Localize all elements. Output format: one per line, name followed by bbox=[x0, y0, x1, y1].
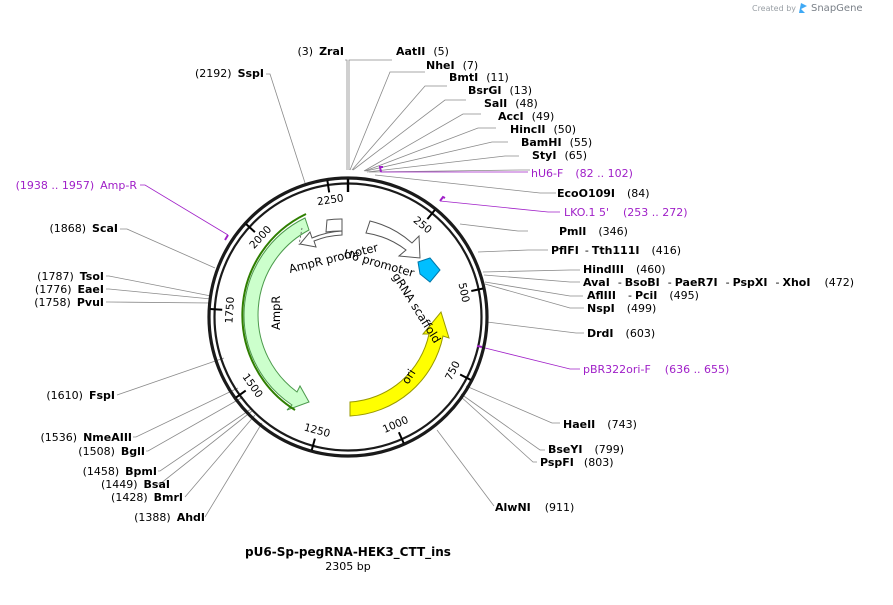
tick-label-1750: 1750 bbox=[223, 296, 237, 323]
tick-mark-1500 bbox=[235, 389, 247, 399]
tick-mark-250 bbox=[426, 209, 436, 220]
site-alwni[interactable]: AlwNI(911) bbox=[495, 501, 574, 514]
site-pflfi-tth111i[interactable]: PflFI-Tth111I(416) bbox=[551, 244, 681, 257]
feature-label-ori: ori bbox=[399, 366, 419, 386]
site-hindiii[interactable]: HindIII(460) bbox=[583, 263, 666, 276]
primer-leader-lines bbox=[140, 171, 580, 370]
tick-mark-2250 bbox=[326, 180, 331, 193]
plasmid-title: pU6-Sp-pegRNA-HEK3_CTT_ins 2305 bp bbox=[245, 545, 451, 573]
feature-ampr-promoter-body bbox=[325, 218, 343, 233]
site-afliii-pcii[interactable]: AflIII-PciI(495) bbox=[587, 289, 699, 302]
feature-arrow-grna-scaffold[interactable] bbox=[417, 257, 441, 283]
plasmid-name: pU6-Sp-pegRNA-HEK3_CTT_ins bbox=[245, 545, 451, 560]
tick-mark-500 bbox=[471, 287, 484, 292]
site-zrai[interactable]: (3)ZraI bbox=[297, 45, 344, 58]
site-sali[interactable]: SalI(48) bbox=[484, 97, 538, 110]
site-bmri[interactable]: (1428)BmrI bbox=[111, 491, 183, 504]
tick-label-500: 500 bbox=[456, 282, 472, 304]
site-avai-group[interactable]: AvaI-BsoBI-PaeR7I-PspXI-XhoI(472) bbox=[583, 276, 854, 289]
site-aatii[interactable]: AatII(5) bbox=[396, 45, 449, 58]
brand-created-by: Created by bbox=[752, 4, 796, 13]
site-bseyi[interactable]: BseYI(799) bbox=[548, 443, 624, 456]
tick-label-1250: 1250 bbox=[303, 422, 332, 441]
site-ahdi[interactable]: (1388)AhdI bbox=[134, 511, 205, 524]
primer-mark-ampr bbox=[224, 234, 229, 241]
site-tsoi[interactable]: (1787)TsoI bbox=[37, 270, 104, 283]
site-scai[interactable]: (1868)ScaI bbox=[49, 222, 118, 235]
feature-arrow-ori[interactable] bbox=[349, 310, 450, 417]
tick-mark-1750 bbox=[210, 308, 223, 311]
restriction-sites-right: AatII(5) NheI(7) BmtI(11) BsrGI(13) SalI… bbox=[396, 45, 854, 514]
site-bpmi[interactable]: (1458)BpmI bbox=[83, 465, 157, 478]
snapgene-logo-icon bbox=[799, 3, 807, 13]
plasmid-length: 2305 bp bbox=[325, 560, 370, 573]
site-bamhi[interactable]: BamHI(55) bbox=[521, 136, 592, 149]
features bbox=[241, 213, 450, 417]
site-bmti[interactable]: BmtI(11) bbox=[449, 71, 509, 84]
site-haeii[interactable]: HaeII(743) bbox=[563, 418, 637, 431]
site-fspi[interactable]: (1610)FspI bbox=[46, 389, 115, 402]
site-bsrgi[interactable]: BsrGI(13) bbox=[468, 84, 532, 97]
site-styi[interactable]: StyI(65) bbox=[532, 149, 587, 162]
site-acci[interactable]: AccI(49) bbox=[498, 110, 554, 123]
primer-mark-pbr322ori bbox=[476, 345, 483, 348]
site-pvui[interactable]: (1758)PvuI bbox=[34, 296, 104, 309]
site-nspi[interactable]: NspI(499) bbox=[587, 302, 656, 315]
tick-label-250: 250 bbox=[411, 214, 434, 236]
primer-label-pbr322ori[interactable]: pBR322ori-F(636 .. 655) bbox=[583, 363, 729, 376]
primer-label-lko1[interactable]: LKO.1 5'(253 .. 272) bbox=[564, 206, 688, 219]
tick-label-1000: 1000 bbox=[381, 414, 410, 436]
brand-name: SnapGene bbox=[811, 3, 863, 14]
site-eaei[interactable]: (1776)EaeI bbox=[35, 283, 104, 296]
site-hincii[interactable]: HincII(50) bbox=[510, 123, 576, 136]
feature-arrow-ampr-promoter[interactable] bbox=[299, 230, 343, 248]
primer-label-ampr[interactable]: (1938 .. 1957)Amp-R bbox=[16, 179, 138, 192]
tick-label-2250: 2250 bbox=[316, 192, 344, 208]
primer-mark-lko1 bbox=[439, 195, 446, 202]
site-nmeaiii[interactable]: (1536)NmeAIII bbox=[41, 431, 133, 444]
site-drdi[interactable]: DrdI(603) bbox=[587, 327, 655, 340]
primer-marks bbox=[224, 166, 483, 348]
tick-mark-2000 bbox=[245, 223, 256, 233]
site-leader-lines bbox=[106, 59, 584, 518]
site-bgli[interactable]: (1508)BglI bbox=[78, 445, 145, 458]
feature-ampr-outer-arc bbox=[241, 213, 307, 411]
feature-label-ampr: AmpR bbox=[269, 296, 283, 330]
tick-label-750: 750 bbox=[443, 359, 463, 382]
site-sspi[interactable]: (2192)SspI bbox=[195, 67, 264, 80]
site-pspfi[interactable]: PspFI(803) bbox=[540, 456, 614, 469]
site-pmli[interactable]: PmlI(346) bbox=[559, 225, 628, 238]
brand: Created by SnapGene bbox=[752, 3, 863, 14]
tick-mark-1000 bbox=[397, 431, 405, 444]
feature-arrow-ampr[interactable] bbox=[243, 217, 310, 411]
site-nhei[interactable]: NheI(7) bbox=[426, 59, 478, 72]
primer-mark-hu6f bbox=[378, 166, 383, 173]
restriction-sites-left: (3)ZraI (2192)SspI (1938 .. 1957)Amp-R (… bbox=[16, 45, 344, 524]
ampr-dotted-marker bbox=[298, 227, 303, 246]
site-bsai[interactable]: (1449)BsaI bbox=[101, 478, 170, 491]
tick-mark-1250 bbox=[310, 438, 316, 451]
primer-label-hu6f[interactable]: hU6-F(82 .. 102) bbox=[531, 167, 633, 180]
feature-label-grna-scaffold: gRNA scaffold bbox=[389, 270, 443, 345]
feature-arrow-u6-promoter[interactable] bbox=[365, 220, 421, 259]
tick-mark-750 bbox=[459, 373, 472, 381]
site-ecoo109i[interactable]: EcoO109I(84) bbox=[557, 187, 650, 200]
